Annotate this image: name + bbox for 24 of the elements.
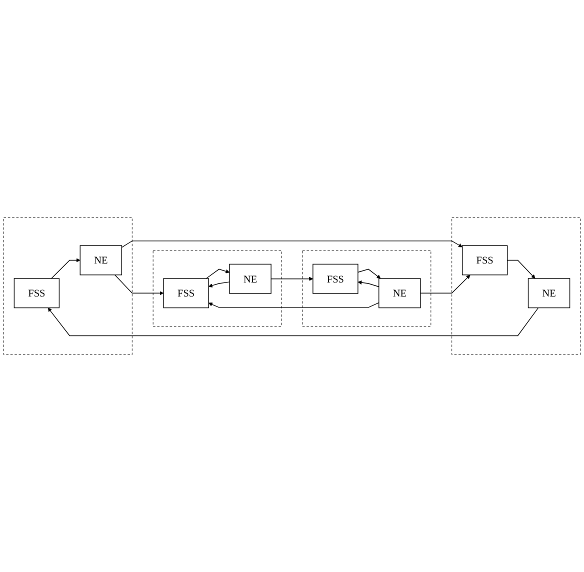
arrow (208, 302, 380, 308)
arrow (358, 280, 380, 288)
node-box: FSS (14, 278, 60, 308)
cluster (3, 217, 132, 355)
arrow (208, 282, 230, 288)
node-box: NE (229, 264, 272, 294)
arrow (51, 258, 80, 279)
cluster (152, 250, 282, 327)
arrow (420, 274, 470, 294)
arrow (270, 276, 314, 281)
arrow (121, 240, 462, 248)
node-box: NE (378, 278, 421, 308)
arrow (506, 260, 536, 279)
arrow (114, 274, 164, 296)
node-box: NE (80, 245, 122, 276)
node-box: NE (528, 278, 570, 308)
cluster (302, 250, 432, 327)
node-box: FSS (163, 278, 209, 308)
arrow (48, 307, 539, 336)
cluster (452, 217, 581, 355)
arrow (358, 268, 381, 279)
node-box: FSS (312, 264, 358, 294)
node-box: FSS (462, 245, 508, 276)
arrow (206, 268, 230, 279)
